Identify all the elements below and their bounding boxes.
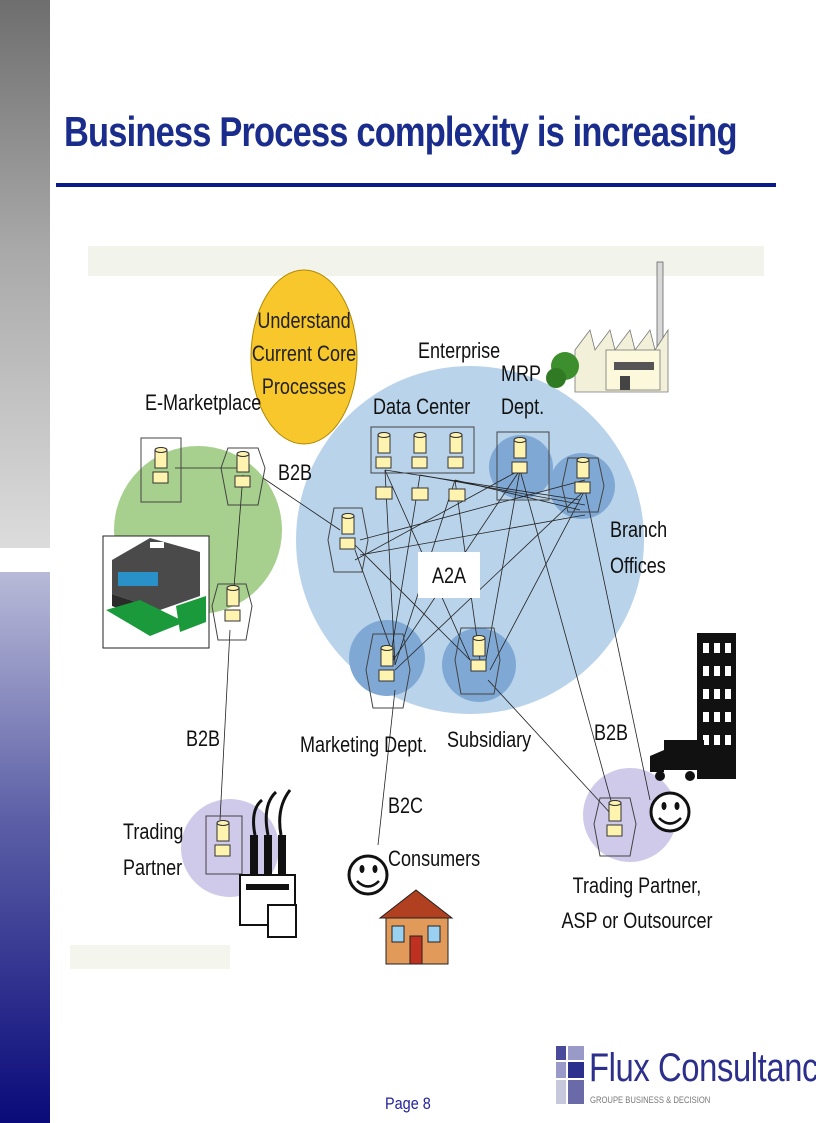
b2c-label: B2C (388, 794, 423, 818)
data-center-label: Data Center (373, 395, 470, 419)
data-center-servers (375, 432, 466, 502)
connection-lines (175, 467, 651, 846)
sidebar-gradient-top (0, 0, 50, 548)
logo-name: Flux Consultancy (589, 1046, 816, 1090)
trading-partner-label-2: Partner (123, 856, 182, 880)
consumers-label: Consumers (388, 847, 480, 871)
a2a-box (418, 552, 480, 598)
b2b-right-label: B2B (594, 721, 628, 745)
trading-partner-label-1: Trading (123, 820, 183, 844)
b2b-left-label: B2B (186, 727, 220, 751)
enterprise-label: Enterprise (418, 339, 500, 363)
background-band (88, 246, 764, 276)
trading-asp-label-2: ASP or Outsourcer (561, 909, 712, 933)
page-number: Page 8 (385, 1094, 431, 1113)
house-icon (378, 889, 454, 965)
title-underline (56, 183, 776, 187)
mrp-label-2: Dept. (501, 395, 544, 419)
branch-label-1: Branch (610, 518, 667, 542)
background-band-lower (70, 945, 230, 969)
trading-asp-circle (583, 768, 677, 862)
truck-icon (650, 740, 704, 781)
database-icons (140, 431, 637, 875)
data-center-box (370, 426, 475, 474)
sidebar-gradient-bottom (0, 572, 50, 1123)
callout-line-2: Current Core (252, 342, 356, 366)
callout-line-1: Understand (257, 309, 350, 333)
subsidiary-label: Subsidiary (447, 728, 532, 752)
trading-asp-label-1: Trading Partner, (573, 874, 702, 898)
understand-callout (250, 269, 358, 445)
marketplace-building-icon (102, 535, 210, 649)
a2a-label: A2A (432, 564, 467, 588)
b2b-top-label: B2B (278, 461, 312, 485)
callout-line-3: Processes (262, 375, 346, 399)
factory-icon (546, 261, 669, 393)
page-title: Business Process complexity is increasin… (64, 108, 738, 155)
smiley-face-icon (649, 791, 691, 833)
logo-mark-icon (556, 1046, 584, 1104)
branch-label-2: Offices (610, 554, 666, 578)
consumer-smiley-icon (347, 854, 389, 896)
industrial-plant-icon (239, 789, 297, 938)
marketing-label: Marketing Dept. (300, 733, 427, 757)
mrp-label-1: MRP (501, 362, 541, 386)
e-marketplace-label: E-Marketplace (145, 391, 261, 415)
flux-consultancy-logo: Flux Consultancy GROUPE BUSINESS & DECIS… (554, 1044, 816, 1108)
logo-tagline: GROUPE BUSINESS & DECISION (590, 1095, 711, 1105)
